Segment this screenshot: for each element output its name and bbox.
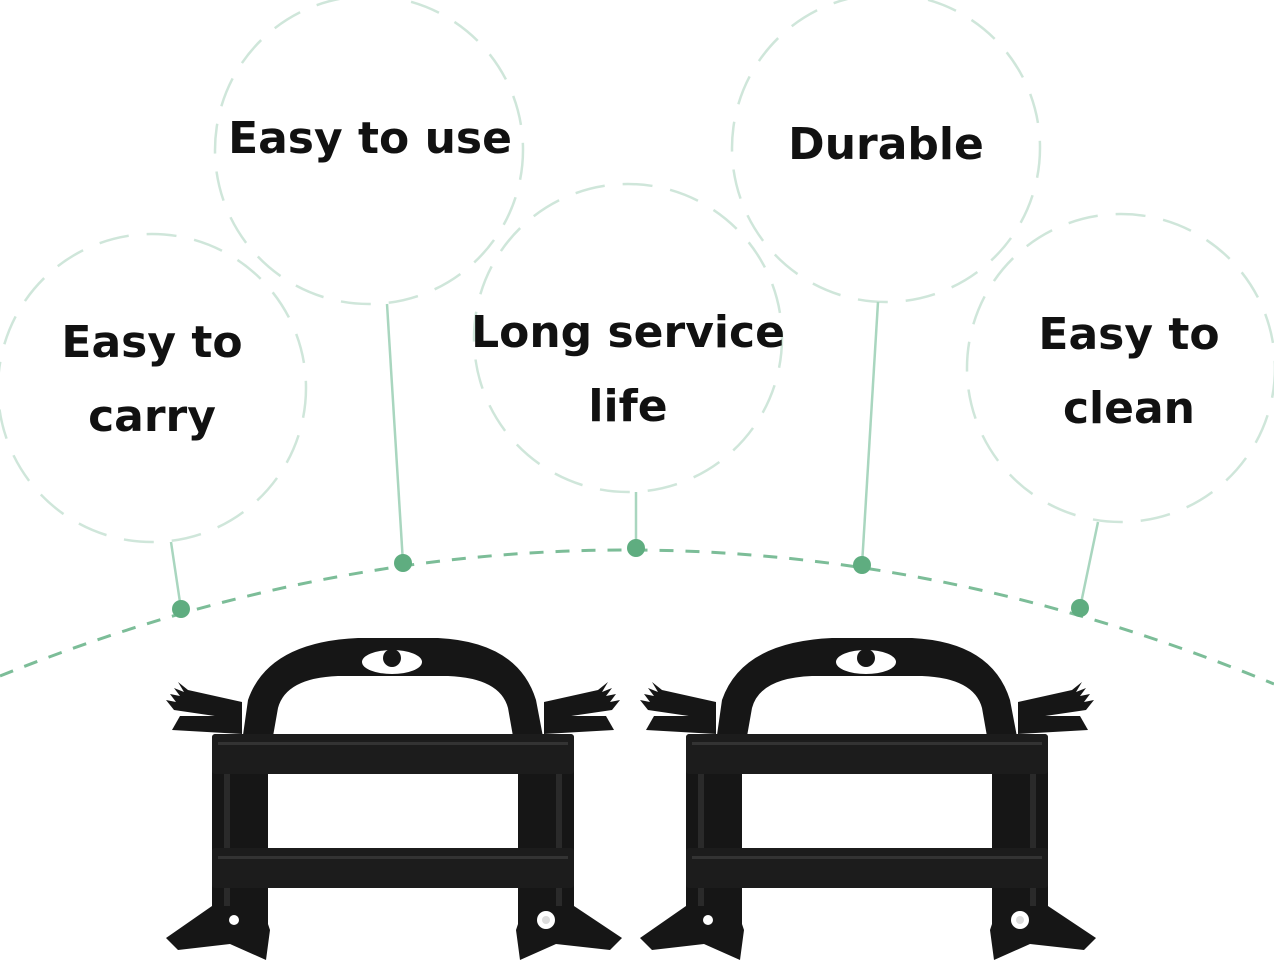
connector-durable: [860, 301, 880, 566]
label-durable: Durable: [788, 108, 984, 182]
circle-easy-to-carry: [0, 232, 308, 544]
label-long-service-life: Long service life: [471, 296, 785, 444]
connector-easy-to-clean: [1078, 521, 1100, 609]
dot-long-service-life: [627, 539, 645, 557]
label-line: carry: [88, 391, 216, 442]
dashed-arc: [0, 548, 1274, 686]
connector-lines: [169, 301, 1100, 610]
label-line: Long service: [471, 307, 785, 358]
label-easy-to-clean: Easy to clean: [1038, 298, 1219, 446]
circle-long-service-life: [472, 182, 784, 494]
arc-dots: [172, 539, 1089, 618]
label-line: life: [588, 381, 668, 432]
label-line: Easy to: [1038, 309, 1220, 360]
label-line: Durable: [788, 119, 984, 170]
circle-easy-to-clean: [965, 212, 1274, 524]
feature-circles: [0, 0, 1274, 544]
label-line: clean: [1062, 383, 1196, 434]
label-easy-to-use: Easy to use: [228, 102, 512, 176]
cable-reel-frame-left: [166, 638, 622, 960]
label-easy-to-carry: Easy to carry: [61, 306, 242, 454]
connector-easy-to-use: [385, 303, 405, 564]
dot-easy-to-clean: [1071, 599, 1089, 617]
circle-easy-to-use: [213, 0, 525, 306]
dot-easy-to-carry: [172, 600, 190, 618]
dot-durable: [853, 556, 871, 574]
dot-easy-to-use: [394, 554, 412, 572]
label-line: Easy to use: [228, 113, 512, 164]
connector-easy-to-carry: [169, 541, 183, 610]
label-line: Easy to: [61, 317, 243, 368]
circle-durable: [730, 0, 1042, 304]
cable-reel-frame-right: [640, 638, 1096, 960]
